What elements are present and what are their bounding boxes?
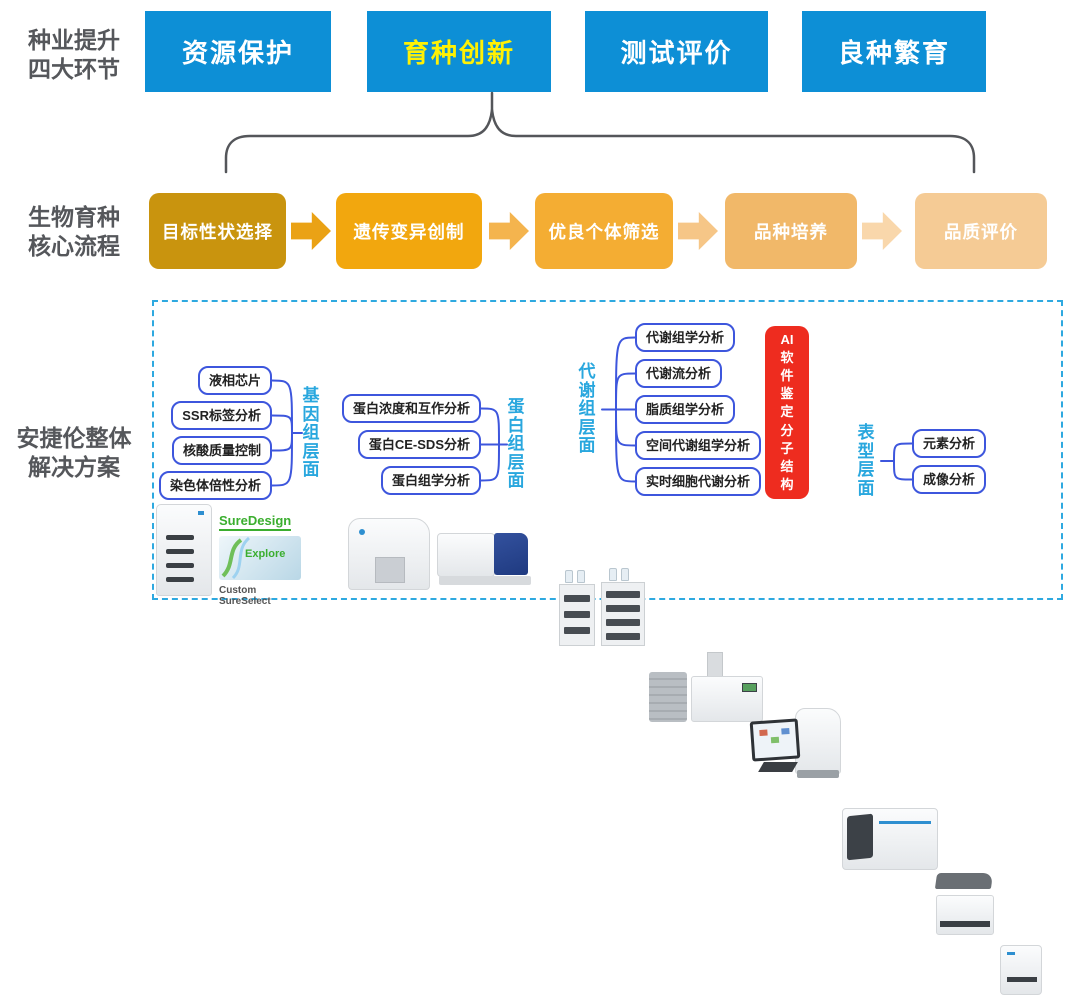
- instrument-icpms-image: [842, 808, 938, 870]
- solution-section-label: 安捷伦整体 解决方案: [4, 424, 144, 482]
- instrument-flatbed-imager-image: [934, 873, 996, 935]
- solution-section-label-line1: 安捷伦整体: [16, 425, 132, 451]
- explore-badge-image: Explore: [219, 536, 301, 580]
- step-box-variation-creation: 遗传变异创制: [336, 193, 482, 269]
- top-section-label-line2: 四大环节: [28, 56, 120, 82]
- step-label: 遗传变异创制: [353, 221, 465, 242]
- protein-group-label: 蛋白组层面: [507, 397, 525, 490]
- process-section-label-line2: 核心流程: [28, 233, 120, 259]
- pill-proteomics: 蛋白组学分析: [380, 466, 481, 495]
- ai-structure-identification-box: AI软件鉴定分子结构: [765, 326, 809, 499]
- pill-metabolomics: 代谢组学分析: [635, 323, 736, 352]
- pill-ssr-marker-analysis: SSR标签分析: [171, 401, 272, 430]
- step-label: 目标性状选择: [162, 221, 273, 242]
- pill-protein-concentration: 蛋白浓度和互作分析: [341, 394, 481, 423]
- solution-section-label-line2: 解决方案: [28, 454, 120, 480]
- suredesign-logo: SureDesign: [219, 513, 292, 531]
- genome-group-label: 基因组层面: [302, 386, 320, 479]
- diagram-canvas: 种业提升 四大环节 资源保护 育种创新 测试评价 良种繁育: [4, 11, 1063, 995]
- stage-box-test-evaluation: 测试评价: [585, 11, 768, 92]
- stage-box-label: 资源保护: [181, 38, 294, 68]
- dna-helix-icon: [221, 536, 251, 580]
- phenotype-group-label: 表型层面: [857, 423, 875, 498]
- step-box-individual-screening: 优良个体筛选: [535, 193, 673, 269]
- metabolome-group-label: 代谢组层面: [578, 362, 596, 455]
- arrow-right-icon: [862, 212, 902, 250]
- instrument-hplc-stack-image: [557, 568, 649, 646]
- protein-group: 蛋白浓度和互作分析 蛋白CE-SDS分析 蛋白组学分析: [341, 394, 481, 495]
- instrument-spectrometer-image: [1000, 945, 1042, 995]
- instrument-microplate-reader-image: [437, 527, 532, 585]
- genome-group: 液相芯片 SSR标签分析 核酸质量控制 染色体倍性分析: [158, 366, 272, 500]
- phenotype-group: 元素分析 成像分析: [912, 429, 987, 494]
- pill-realtime-cell-metabolism: 实时细胞代谢分析: [635, 467, 762, 496]
- stage-box-label: 良种繁育: [837, 38, 950, 68]
- suredesign-software-image: SureDesign Explore Custom SureSelect: [219, 512, 305, 607]
- stage-box-resource-protection: 资源保护: [145, 11, 331, 92]
- pill-liquid-chip: 液相芯片: [197, 366, 272, 395]
- pill-chromosome-ploidy: 染色体倍性分析: [158, 471, 272, 500]
- top-section-label-line1: 种业提升: [28, 27, 120, 53]
- metabolome-group: 代谢组学分析 代谢流分析 脂质组学分析 空间代谢组学分析 实时细胞代谢分析: [635, 323, 762, 496]
- step-box-variety-cultivation: 品种培养: [725, 193, 857, 269]
- instrument-fragment-analyzer-image: [156, 504, 212, 596]
- ai-box-label: AI软件鉴定分子结构: [780, 331, 794, 493]
- instrument-qpcr-image: [348, 518, 430, 590]
- custom-sureselect-label: Custom SureSelect: [219, 585, 271, 607]
- pill-lipidomics: 脂质组学分析: [635, 395, 736, 424]
- arrow-right-icon: [291, 212, 331, 250]
- stage-box-seed-propagation: 良种繁育: [802, 11, 986, 92]
- step-label: 优良个体筛选: [548, 221, 660, 242]
- top-section-label: 种业提升 四大环节: [4, 26, 144, 84]
- stage-box-breeding-innovation: 育种创新: [367, 11, 551, 92]
- arrow-right-icon: [489, 212, 529, 250]
- step-box-trait-selection: 目标性状选择: [149, 193, 286, 269]
- explore-label: Explore: [245, 548, 286, 560]
- pill-element-analysis: 元素分析: [912, 429, 987, 458]
- instrument-gcms-image: [649, 652, 763, 722]
- stage-box-label: 测试评价: [620, 38, 733, 68]
- step-label: 品质评价: [944, 221, 1018, 242]
- step-label: 品种培养: [754, 221, 828, 242]
- brace-curve: [224, 91, 976, 174]
- stage-box-label-highlighted: 育种创新: [402, 38, 515, 68]
- process-section-label-line1: 生物育种: [28, 204, 120, 230]
- pill-imaging-analysis: 成像分析: [912, 465, 987, 494]
- pill-nucleic-acid-qc: 核酸质量控制: [171, 436, 272, 465]
- process-section-label: 生物育种 核心流程: [4, 203, 144, 261]
- instrument-body: [156, 504, 212, 596]
- pill-protein-ce-sds: 蛋白CE-SDS分析: [357, 430, 481, 459]
- pill-metabolic-flux: 代谢流分析: [635, 359, 723, 388]
- step-box-quality-evaluation: 品质评价: [915, 193, 1047, 269]
- instrument-cell-analyzer-touchscreen-image: [749, 704, 841, 790]
- arrow-right-icon: [678, 212, 718, 250]
- pill-spatial-metabolomics: 空间代谢组学分析: [635, 431, 762, 460]
